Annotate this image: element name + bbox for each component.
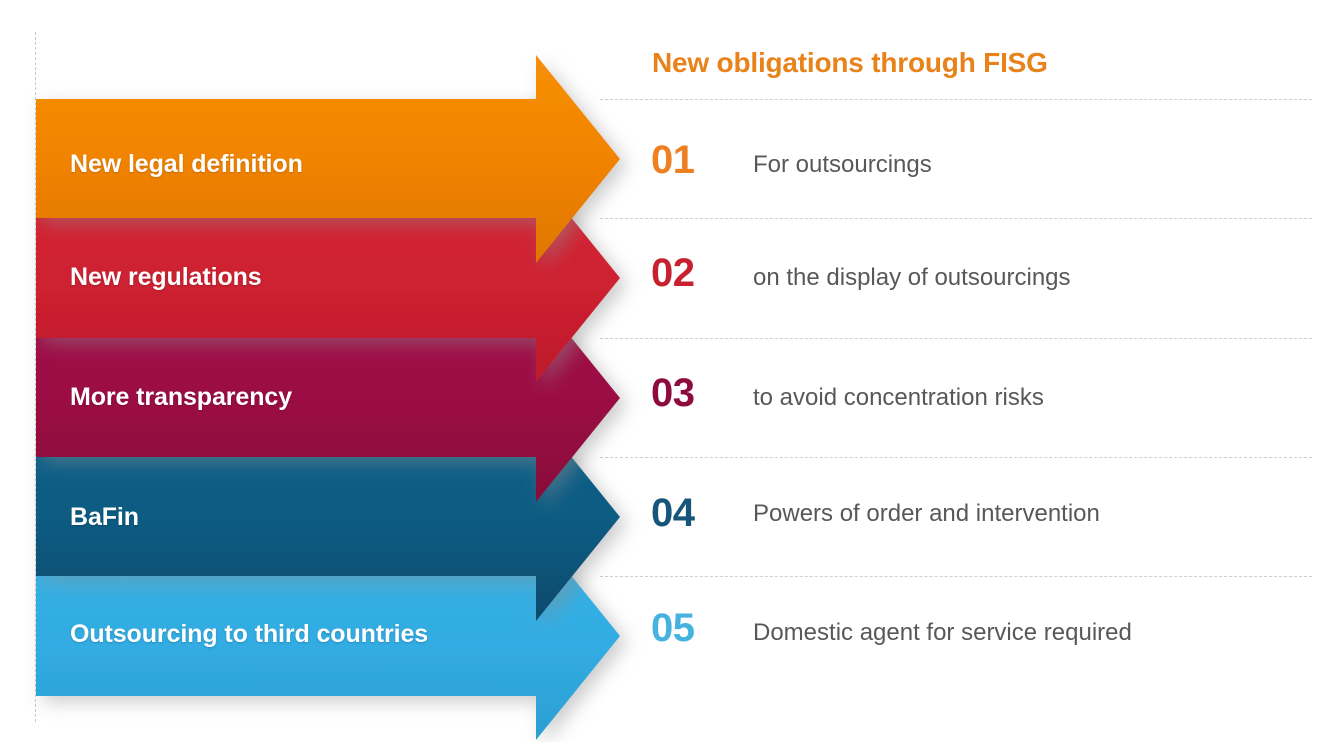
row-number-3: 03 bbox=[651, 371, 695, 415]
row-description-1: For outsourcings bbox=[753, 151, 932, 178]
row-separator-3 bbox=[600, 457, 1312, 458]
left-vertical-guide bbox=[35, 32, 36, 722]
row-separator-1 bbox=[600, 218, 1312, 219]
row-separator-2 bbox=[600, 338, 1312, 339]
row-description-2: on the display of outsourcings bbox=[753, 264, 1071, 291]
row-number-5: 05 bbox=[651, 606, 695, 650]
bar-label-4: BaFin bbox=[70, 503, 139, 531]
row-description-5: Domestic agent for service required bbox=[753, 619, 1132, 646]
row-separator-4 bbox=[600, 576, 1312, 577]
row-separator-0 bbox=[600, 99, 1312, 100]
bar-label-3: More transparency bbox=[70, 383, 292, 411]
bar-label-5: Outsourcing to third countries bbox=[70, 620, 429, 648]
row-number-4: 04 bbox=[651, 491, 695, 535]
row-description-3: to avoid concentration risks bbox=[753, 384, 1044, 411]
row-number-1: 01 bbox=[651, 138, 695, 182]
bar-label-2: New regulations bbox=[70, 263, 262, 291]
row-number-2: 02 bbox=[651, 251, 695, 295]
bar-label-1: New legal definition bbox=[70, 150, 303, 178]
row-description-4: Powers of order and intervention bbox=[753, 500, 1100, 527]
page-title: New obligations through FISG bbox=[652, 47, 1048, 78]
